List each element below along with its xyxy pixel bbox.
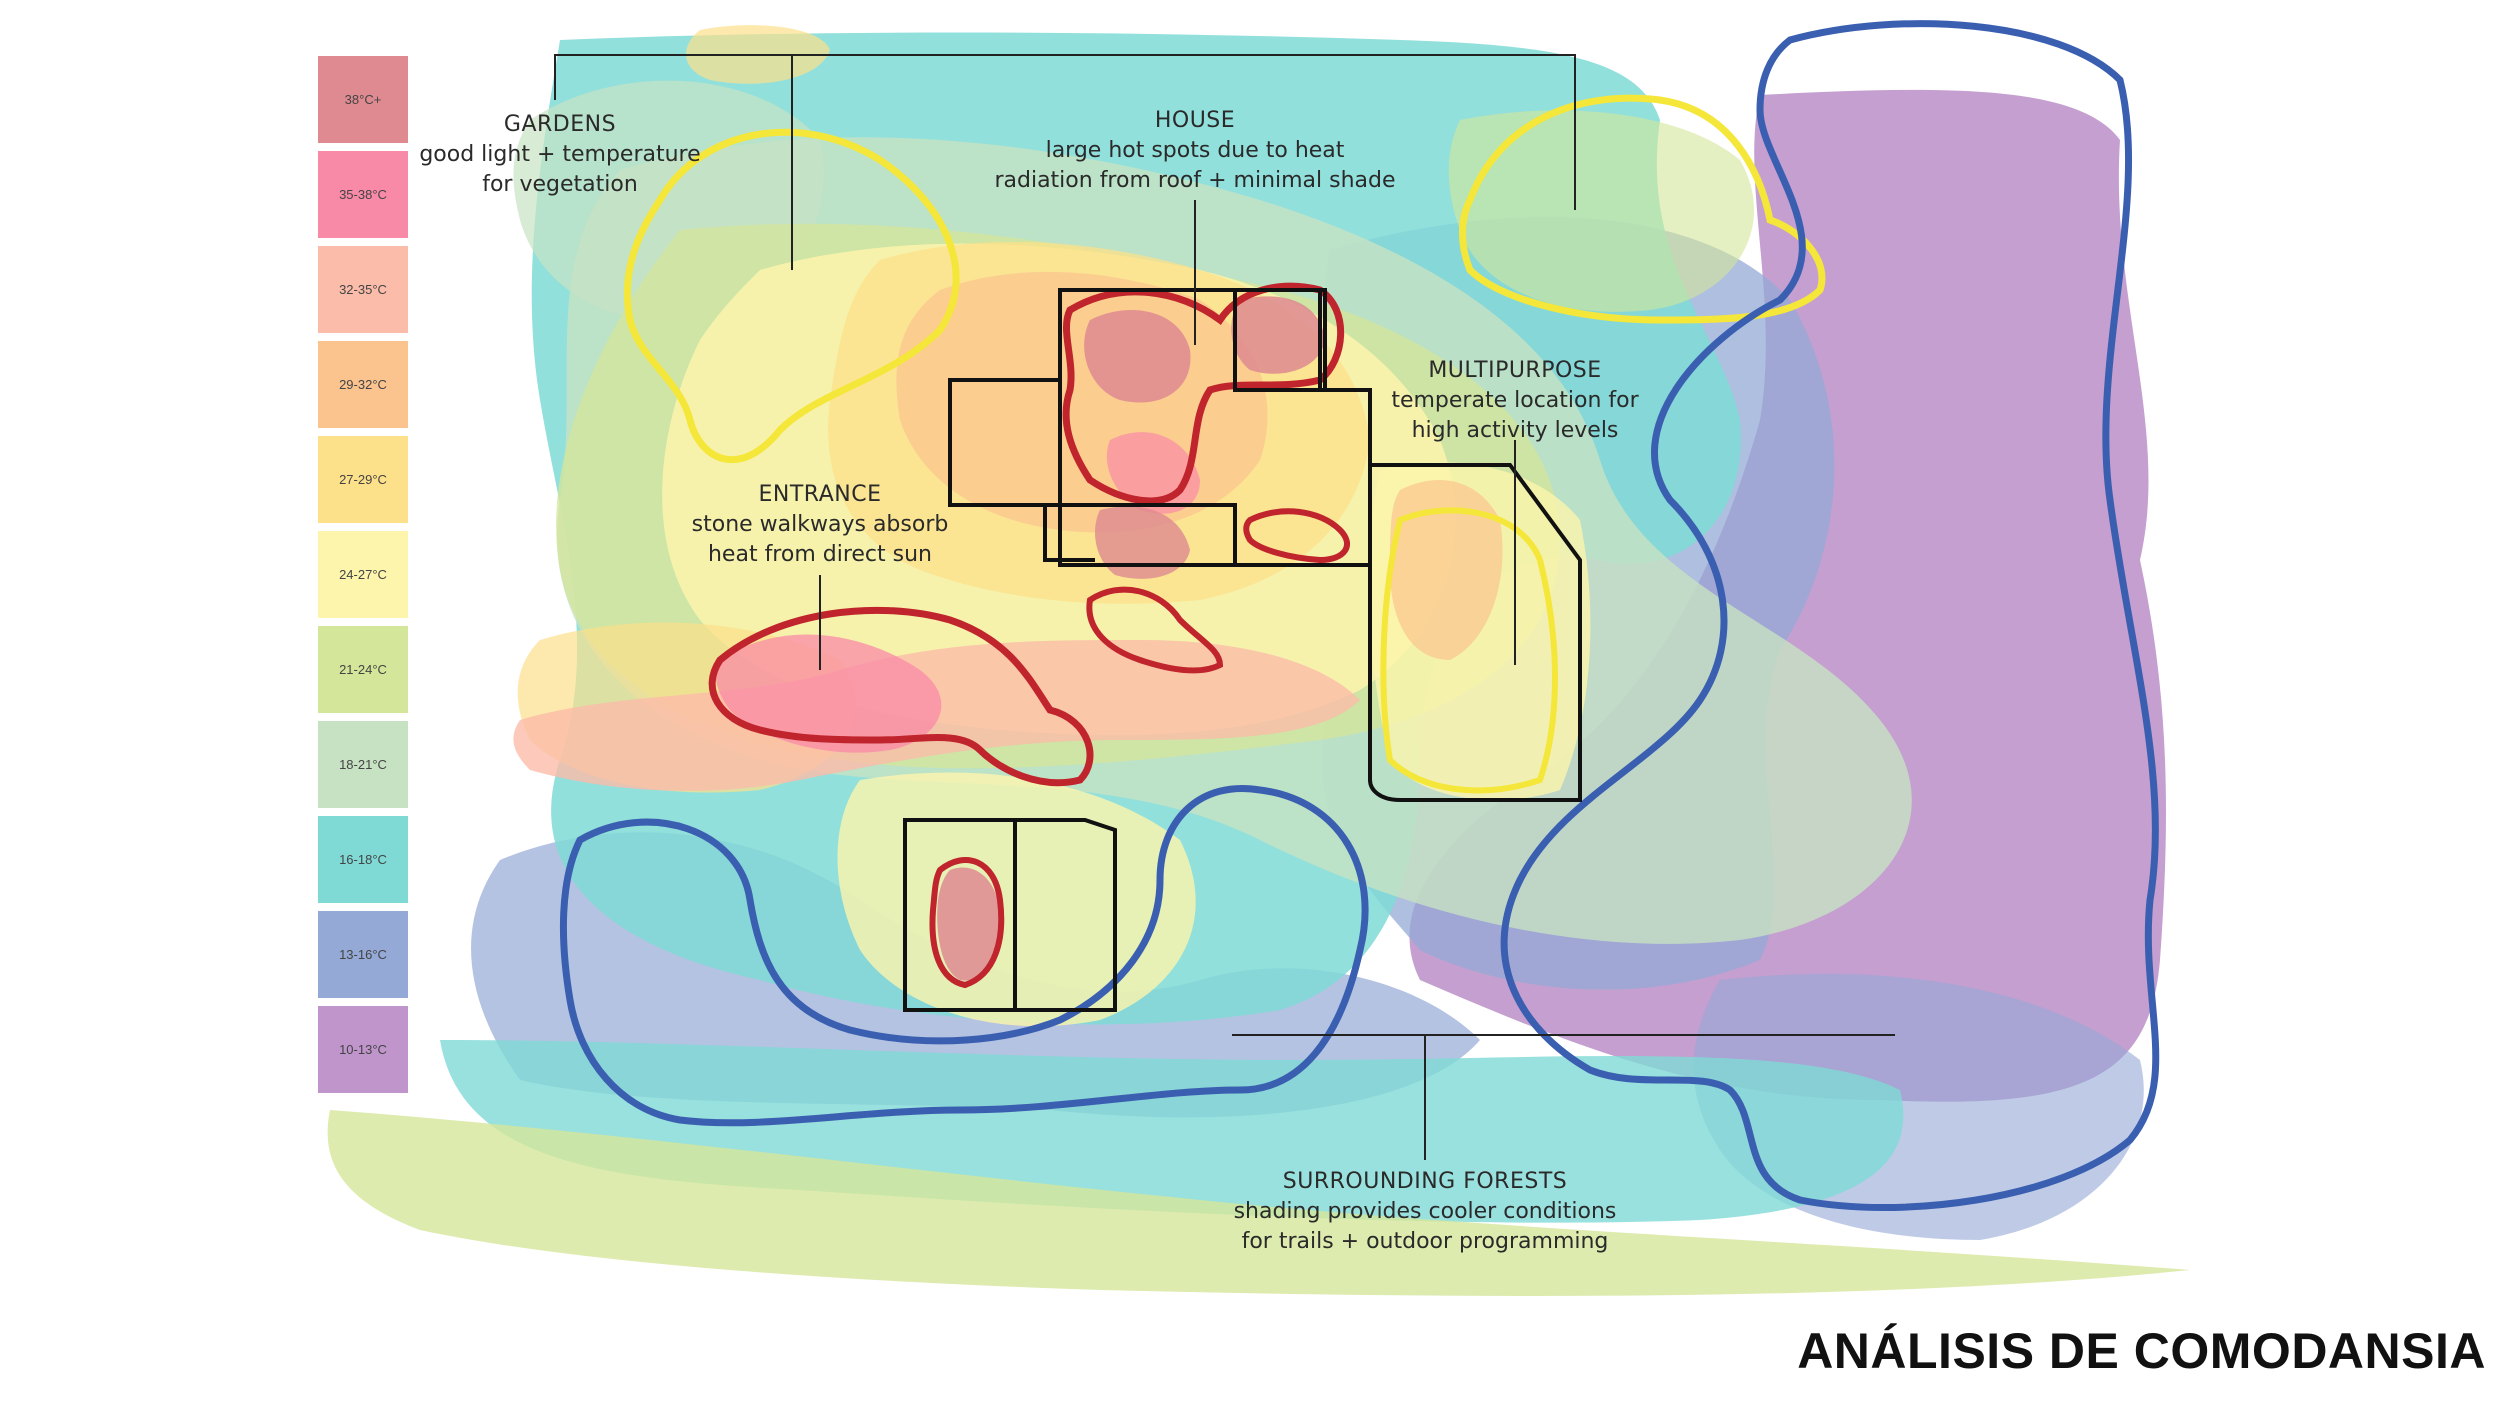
- annotation-gardens-line-2: for vegetation: [482, 172, 638, 197]
- legend-swatch: 13-16°C: [318, 911, 408, 998]
- legend-label: 18-21°C: [339, 757, 387, 772]
- annotation-gardens: GARDENS good light + temperature for veg…: [410, 110, 710, 200]
- outline-east-garden: [1459, 94, 1826, 324]
- outline-house-hotspot: [1062, 282, 1345, 505]
- legend-label: 38°C+: [344, 92, 382, 107]
- legend-label: 21-24°C: [339, 662, 387, 677]
- annotation-forests-line-1: shading provides cooler conditions: [1233, 1199, 1617, 1224]
- legend-swatch: 29-32°C: [318, 341, 408, 428]
- zone-29-32-b: [1390, 480, 1503, 660]
- zone-38-plus-courtyard: [1095, 506, 1190, 579]
- legend-label: 13-16°C: [339, 947, 387, 962]
- legend-label: 10-13°C: [339, 1042, 387, 1057]
- annotation-house-title: HOUSE: [1154, 108, 1236, 133]
- annotation-multipurpose-title: MULTIPURPOSE: [1428, 358, 1602, 383]
- zone-21-24-south: [327, 1110, 2190, 1296]
- legend-swatch: 32-35°C: [318, 246, 408, 333]
- legend-swatch: 21-24°C: [318, 626, 408, 713]
- legend-label: 29-32°C: [339, 377, 387, 392]
- outline-forest-east: [1500, 20, 2160, 1211]
- legend-swatch: 16-18°C: [318, 816, 408, 903]
- outline-south-hotspot: [929, 857, 1005, 989]
- zone-38-plus-house: [1084, 310, 1191, 403]
- legend-swatch: 10-13°C: [318, 1006, 408, 1093]
- legend-label: 16-18°C: [339, 852, 387, 867]
- zone-21-24-east: [1448, 110, 1755, 312]
- zone-35-38: [715, 634, 942, 753]
- annotation-gardens-title: GARDENS: [503, 112, 617, 137]
- annotation-multipurpose-line-1: temperate location for: [1391, 388, 1639, 413]
- legend-label: 24-27°C: [339, 567, 387, 582]
- building-wing: [948, 378, 1095, 562]
- annotation-multipurpose: MULTIPURPOSE temperate location for high…: [1370, 356, 1660, 446]
- outline-courtyard-hotspot: [1086, 586, 1224, 674]
- annotation-entrance: ENTRANCE stone walkways absorb heat from…: [680, 480, 960, 570]
- outline-gardens: [623, 128, 960, 463]
- annotation-house-line-2: radiation from roof + minimal shade: [994, 168, 1396, 193]
- legend-label: 35-38°C: [339, 187, 387, 202]
- legend-label: 32-35°C: [339, 282, 387, 297]
- outline-multipurpose: [1380, 507, 1558, 794]
- annotation-multipurpose-line-2: high activity levels: [1411, 418, 1619, 443]
- zone-38-plus-south: [937, 867, 1000, 981]
- annotation-entrance-line-1: stone walkways absorb: [691, 512, 949, 537]
- legend-swatch: 35-38°C: [318, 151, 408, 238]
- page-title: ANÁLISIS DE COMODANSIA: [1797, 1323, 2486, 1379]
- legend-swatch: 38°C+: [318, 56, 408, 143]
- building-multipurpose: [1368, 463, 1582, 802]
- annotation-house: HOUSE large hot spots due to heat radiat…: [980, 106, 1410, 196]
- callout-lines: [554, 54, 1895, 1160]
- building-south: [903, 818, 1117, 1012]
- legend-swatch: 24-27°C: [318, 531, 408, 618]
- annotation-entrance-title: ENTRANCE: [758, 482, 882, 507]
- annotation-house-line-1: large hot spots due to heat: [1045, 138, 1345, 163]
- annotation-forests-title: SURROUNDING FORESTS: [1282, 1169, 1568, 1194]
- building-house-room: [1233, 288, 1327, 392]
- outline-forest-south: [559, 785, 1369, 1127]
- legend-label: 27-29°C: [339, 472, 387, 487]
- annotation-entrance-line-2: heat from direct sun: [707, 542, 932, 567]
- legend-swatch: 27-29°C: [318, 436, 408, 523]
- legend-swatch: 18-21°C: [318, 721, 408, 808]
- temperature-legend: 38°C+ 35-38°C 32-35°C 29-32°C 27-29°C 24-27°C…: [318, 56, 408, 1101]
- outline-entrance-hotspot: [708, 606, 1094, 787]
- zone-38-plus-house-b: [1231, 296, 1325, 374]
- annotation-forests: SURROUNDING FORESTS shading provides coo…: [1220, 1167, 1630, 1257]
- annotation-gardens-line-1: good light + temperature: [419, 142, 701, 167]
- outline-room-hotspot: [1243, 508, 1351, 564]
- annotation-forests-line-2: for trails + outdoor programming: [1241, 1229, 1609, 1254]
